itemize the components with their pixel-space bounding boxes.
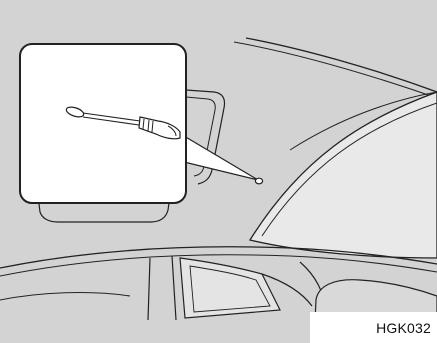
figure-code: HGK032 bbox=[376, 320, 431, 336]
access-hole bbox=[255, 178, 262, 184]
